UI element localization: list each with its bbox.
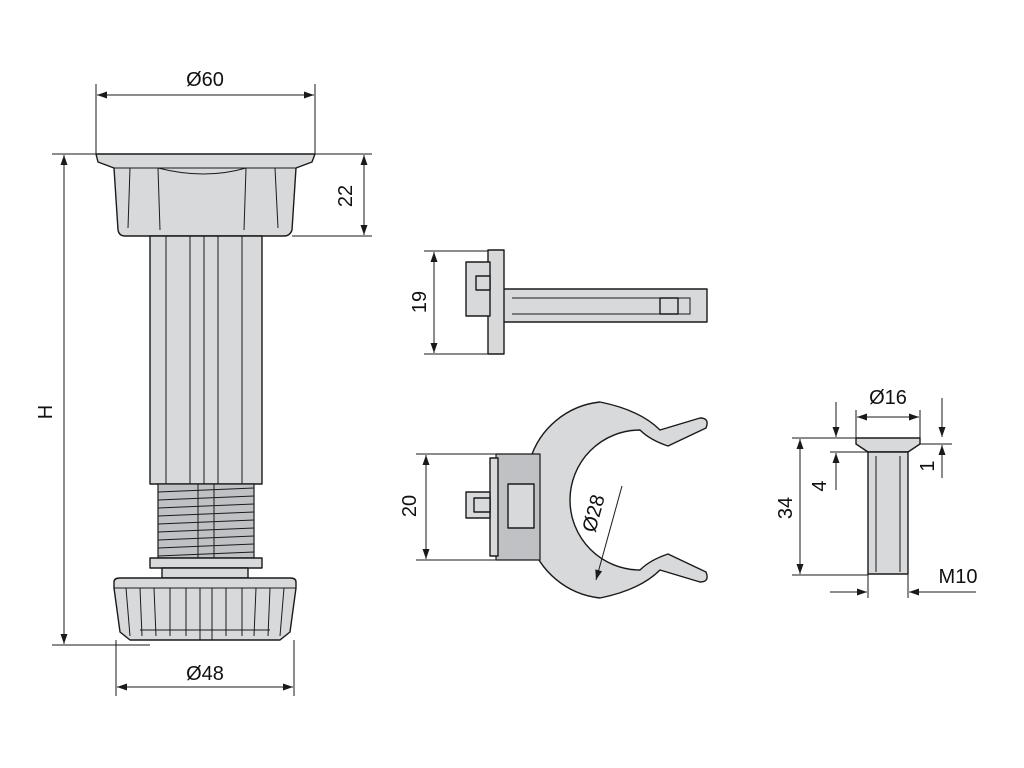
mounting-screw: Ø16 34 4 1 M10 — [775, 387, 977, 598]
plinth-clip: 20 Ø28 — [399, 401, 708, 599]
dim-clip-inner-diameter: Ø28 — [579, 492, 610, 534]
leveling-leg: Ø60 22 H Ø48 — [35, 69, 372, 696]
mounting-plate: 19 — [409, 249, 708, 355]
dim-screw-thread: M10 — [939, 566, 978, 588]
leg-top-flange — [95, 153, 316, 237]
dim-screw-length: 34 — [775, 497, 797, 519]
screw-shank — [867, 451, 909, 575]
dim-clip-height: 20 — [399, 495, 421, 517]
clip-ring — [529, 401, 708, 599]
dim-screw-head-diameter: Ø16 — [869, 387, 907, 409]
dim-screw-head-offset: 1 — [917, 460, 939, 471]
leg-column — [149, 235, 263, 485]
dim-screw-head-height: 4 — [809, 480, 831, 491]
dim-top-diameter: Ø60 — [186, 69, 224, 91]
dim-base-diameter: Ø48 — [186, 663, 224, 685]
dim-top-height: 22 — [335, 185, 357, 207]
leg-base-foot — [113, 577, 297, 641]
dim-overall-height: H — [35, 405, 57, 419]
dim-plate-height: 19 — [409, 291, 431, 313]
screw-head — [855, 437, 921, 453]
leg-collar — [149, 557, 263, 569]
